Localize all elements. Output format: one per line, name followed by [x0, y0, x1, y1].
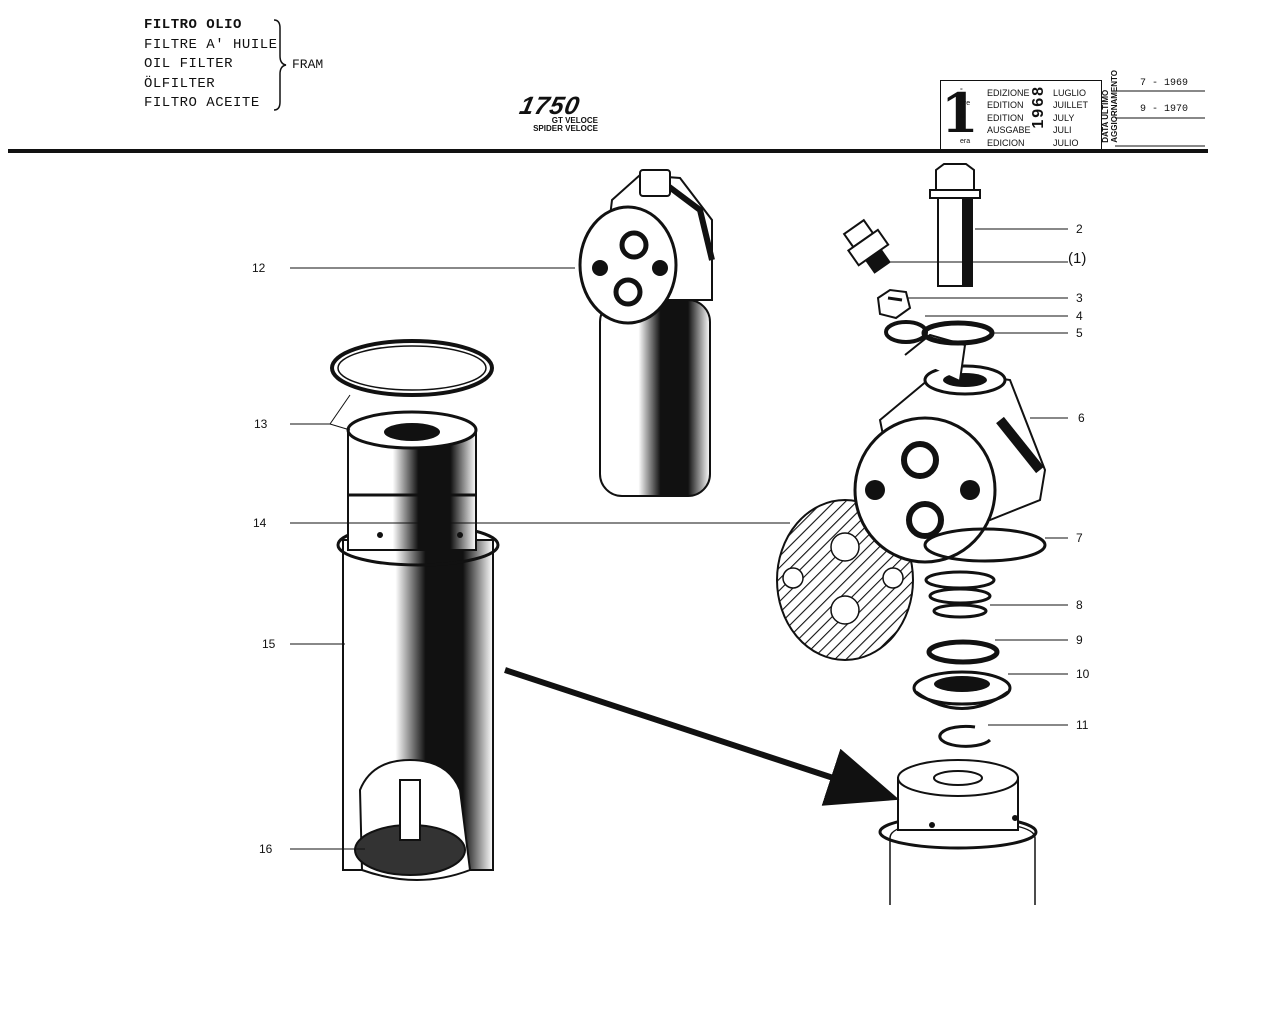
edition-label: AUSGABE: [987, 125, 1031, 136]
edition-label: EDICION: [987, 137, 1025, 148]
header-rule: [8, 149, 1208, 153]
callout-1: (1): [1068, 250, 1086, 267]
assembled-filter: [578, 169, 715, 497]
ring-5: [921, 320, 995, 346]
callout-6: 6: [1078, 411, 1085, 425]
suffix: ere: [960, 100, 971, 108]
part-name-es: FILTRO ACEITE: [144, 95, 260, 111]
update-date-1: 7 - 1969: [1140, 78, 1189, 89]
filter-housing: [336, 410, 500, 881]
callout-11: 11: [1076, 718, 1089, 732]
mounting-head-6: [853, 333, 1047, 564]
edition-label: EDIZIONE: [987, 88, 1030, 98]
suffix: st: [960, 112, 966, 120]
part-name-it: FILTRO OLIO: [144, 17, 242, 33]
part-name-fr: FILTRE A' HUILE: [144, 36, 278, 53]
suffix: era: [960, 137, 971, 145]
valve-10: [912, 670, 1012, 710]
spring-8: [924, 570, 996, 619]
edition-label: EDITION: [987, 100, 1024, 111]
callout-14: 14: [253, 516, 267, 530]
callout-3: 3: [1076, 291, 1083, 305]
sealing-ring-13: [330, 339, 494, 397]
callout-9: 9: [1076, 633, 1083, 647]
callout-10: 10: [1076, 667, 1090, 681]
edition-month: LUGLIO: [1053, 88, 1087, 98]
callout-12: 12: [252, 261, 266, 275]
callout-5: 5: [1076, 326, 1083, 340]
part-name-de: ÖLFILTER: [144, 75, 216, 92]
brace-symbol: [273, 19, 287, 111]
bolt-2: [929, 163, 981, 287]
callout-4: 4: [1076, 309, 1083, 323]
callout-8: 8: [1076, 598, 1083, 612]
detail-arrow: [504, 667, 900, 806]
model-variants: GT VELOCE SPIDER VELOCE: [530, 117, 598, 133]
callout-2: 2: [1076, 222, 1083, 236]
variant-gt: GT VELOCE: [551, 116, 598, 125]
edition-month: JUILLET: [1053, 100, 1089, 111]
ring-9: [926, 639, 1000, 665]
supplier-name: FRAM: [292, 57, 324, 72]
edition-labels: EDIZIONE EDITION EDITION AUSGABE EDICION: [987, 87, 1031, 149]
element-detail-view: [878, 759, 1038, 905]
callout-7: 7: [1076, 531, 1083, 545]
edition-month: JULY: [1053, 112, 1075, 123]
callout-13: 13: [254, 417, 268, 431]
oring-7: [923, 527, 1047, 563]
clip-11: [938, 724, 992, 748]
variant-spider: SPIDER VELOCE: [533, 124, 598, 133]
edition-months: LUGLIO JUILLET JULY JULI JULIO: [1053, 87, 1088, 149]
washer-4: [884, 320, 928, 344]
update-date-2: 9 - 1970: [1140, 104, 1189, 115]
edition-month: JULI: [1053, 125, 1072, 136]
union-3: [876, 288, 912, 320]
pressure-sender: [842, 218, 891, 274]
edition-month: JULIO: [1053, 137, 1079, 148]
update-lines: [1115, 90, 1205, 147]
leader-lines: [290, 228, 1068, 850]
edition-label: EDITION: [987, 112, 1024, 123]
edition-suffixes: ° ere st . era: [960, 86, 970, 148]
callout-16: 16: [259, 842, 273, 856]
part-name-en: OIL FILTER: [144, 56, 234, 72]
suffix: .: [960, 125, 962, 133]
edition-number: 1: [941, 81, 979, 145]
suffix: °: [960, 88, 963, 95]
part-name-list: FILTRO OLIO FILTRE A' HUILE OIL FILTER Ö…: [144, 16, 278, 114]
callout-15: 15: [262, 637, 276, 651]
